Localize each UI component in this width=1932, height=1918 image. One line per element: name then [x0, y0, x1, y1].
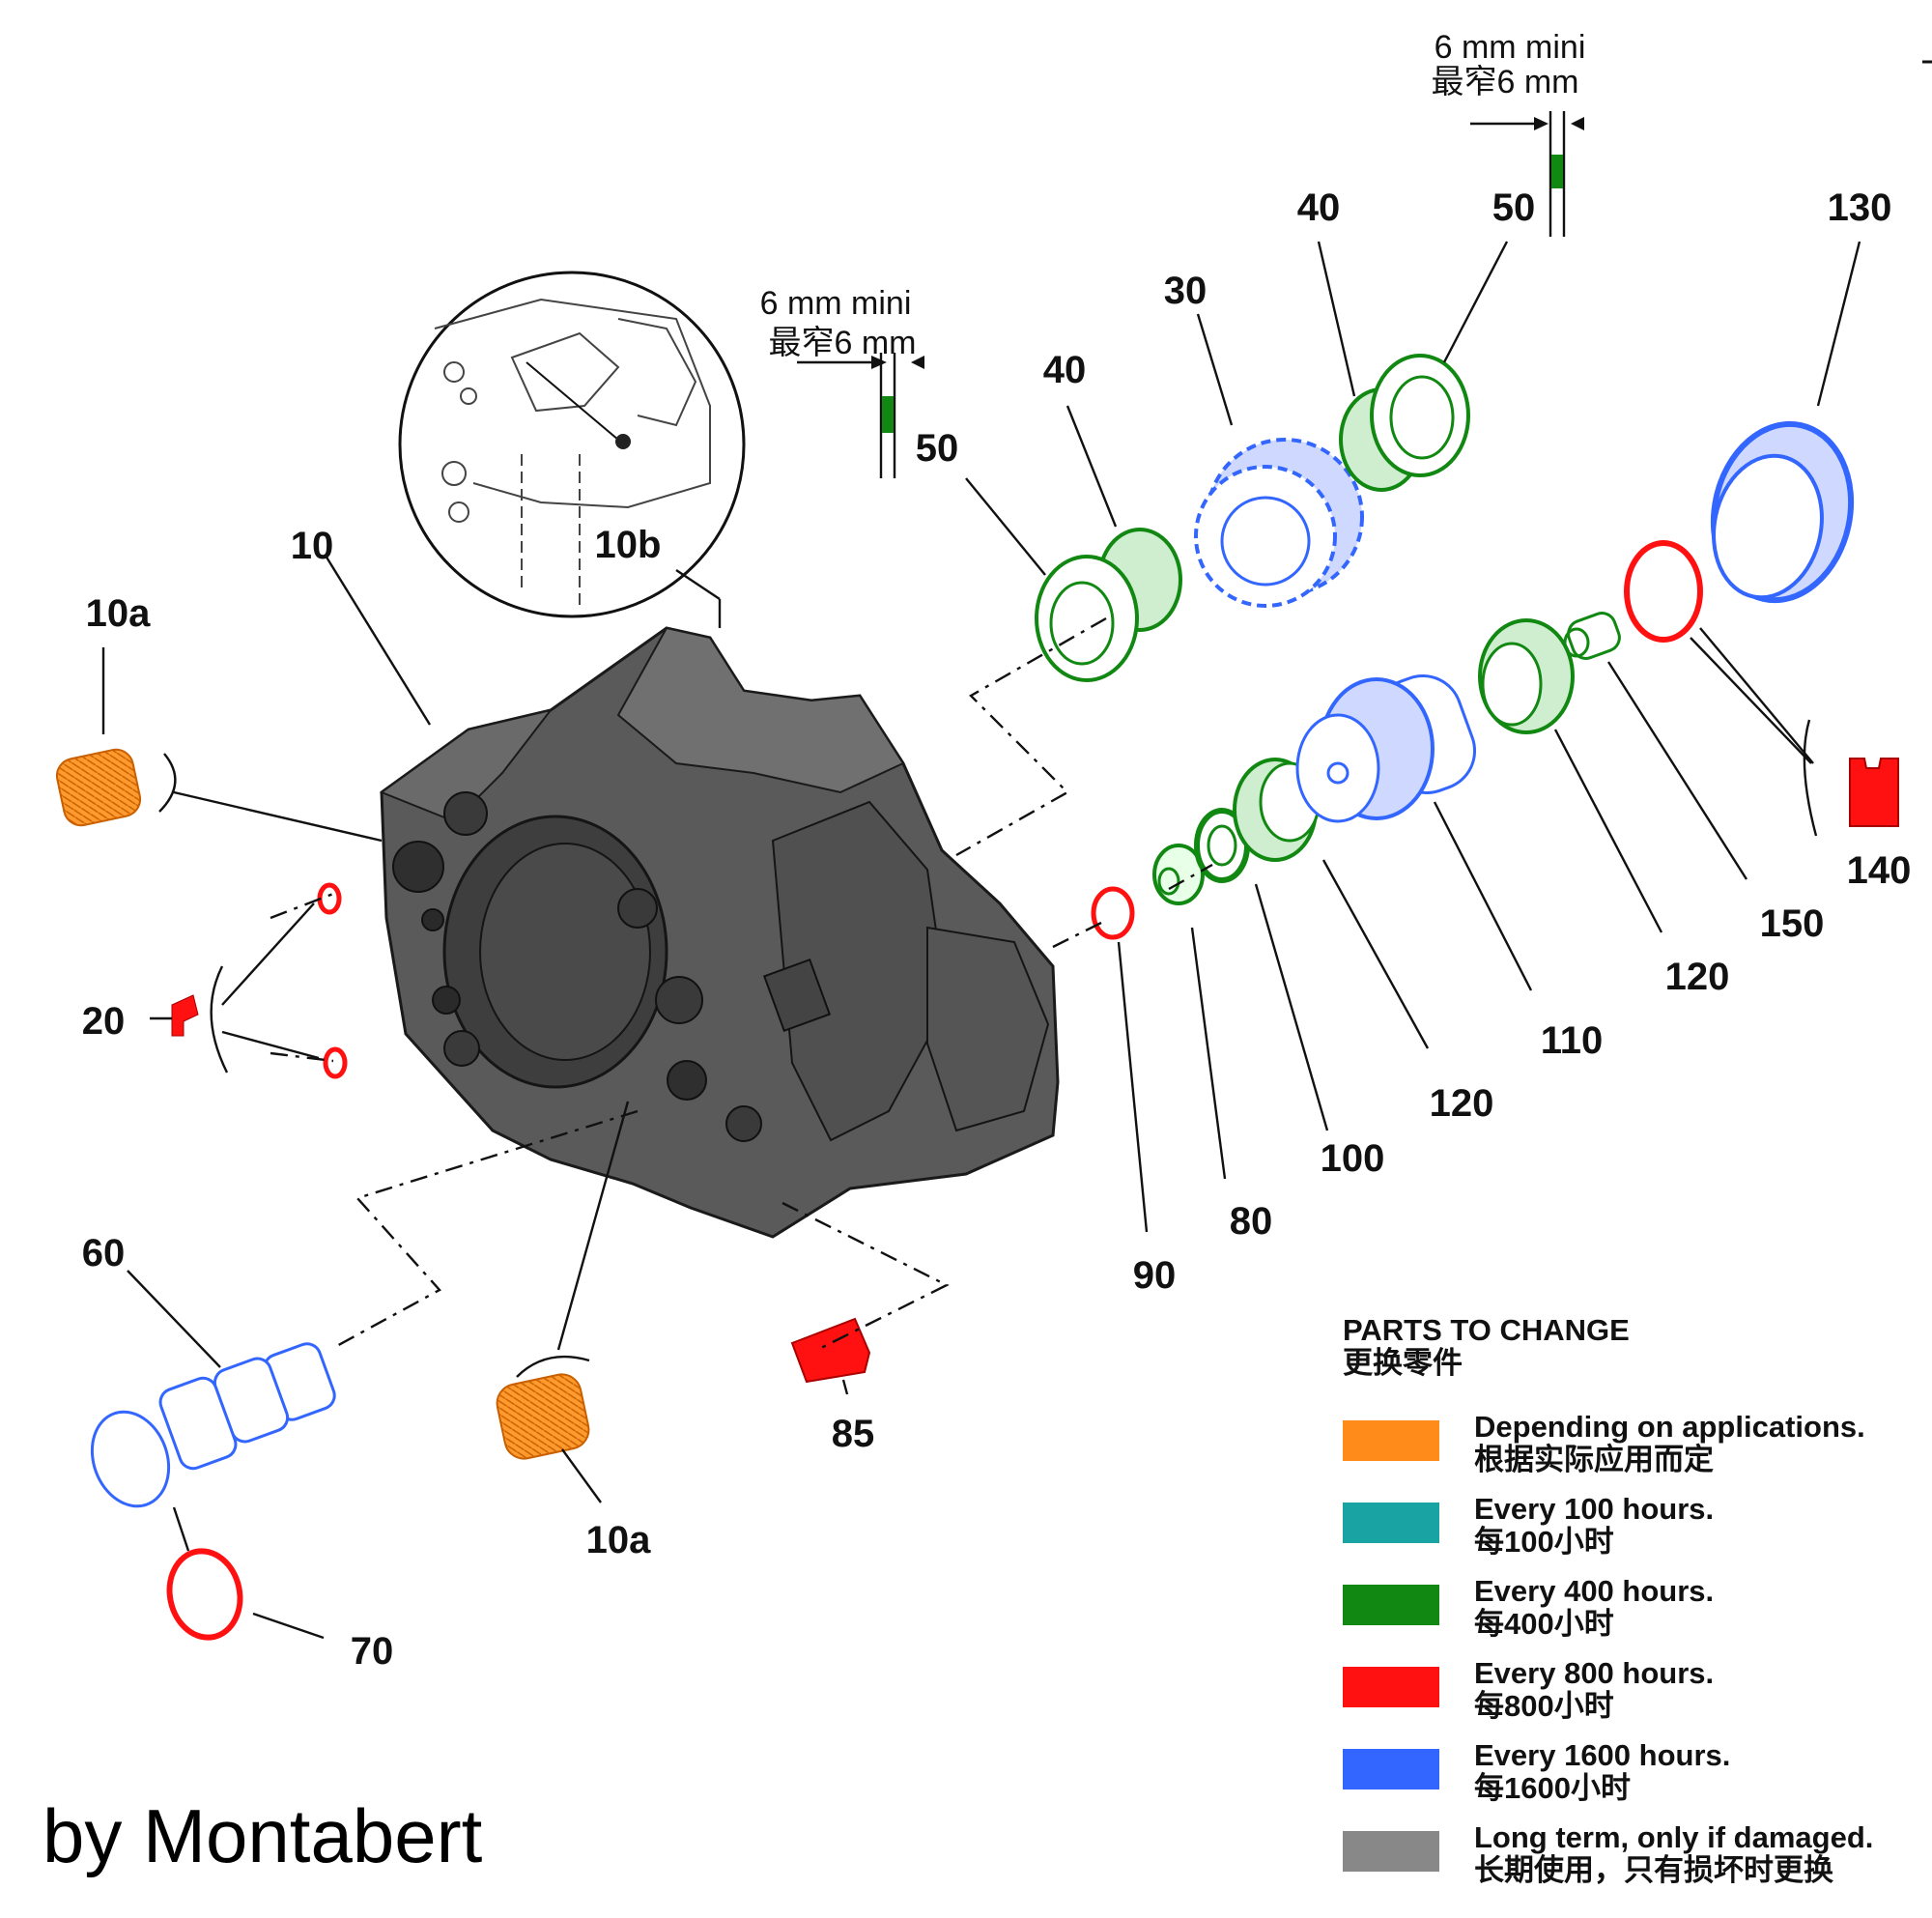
part-150-red-oring — [1624, 540, 1703, 643]
callout-10b: 10b — [595, 524, 662, 566]
legend-item-text-zh: 每1600小时 — [1474, 1771, 1631, 1805]
dimension-right-en: 6 mm mini — [1435, 29, 1586, 66]
part-10a-top-bush — [55, 748, 142, 827]
housing-body — [379, 626, 1060, 1239]
legend-item-800h: Every 800 hours. 每800小时 — [1343, 1657, 1922, 1734]
credit-text: by Montabert — [43, 1793, 483, 1878]
part-120-green-bearing-upper — [1478, 618, 1575, 734]
part-40-green-bearing-upper — [1339, 354, 1470, 492]
part-60-blue-shaft — [90, 1342, 336, 1508]
legend-item-text-en: Every 800 hours. — [1474, 1656, 1715, 1690]
callout-20: 20 — [82, 1000, 126, 1043]
part-85-red-plug — [790, 1317, 871, 1384]
dimension-right-zh: 最窄6 mm — [1432, 64, 1579, 100]
legend-swatch-blue — [1343, 1749, 1439, 1789]
legend-item-text-en: Every 400 hours. — [1474, 1574, 1715, 1608]
legend-item-text-en: Every 1600 hours. — [1474, 1738, 1731, 1772]
part-70-red-oring — [166, 1548, 243, 1641]
part-10a-bottom-bush — [496, 1373, 590, 1460]
callout-85: 85 — [832, 1413, 875, 1455]
legend-item-text-en: Depending on applications. — [1474, 1410, 1865, 1444]
callout-90: 90 — [1133, 1254, 1177, 1297]
dimension-mark-left: 6 mm mini 最窄6 mm — [760, 285, 924, 478]
callout-50-upper: 50 — [1492, 186, 1536, 229]
callout-10a-bottom: 10a — [586, 1519, 651, 1561]
legend: PARTS TO CHANGE 更换零件 Depending on applic… — [1343, 1313, 1922, 1887]
callout-40-upper: 40 — [1297, 186, 1341, 229]
dimension-mark-right: 6 mm mini 最窄6 mm — [1432, 29, 1586, 237]
legend-item-text-en: Every 100 hours. — [1474, 1492, 1715, 1526]
part-110-blue-gear-shaft — [1295, 673, 1477, 823]
legend-title-en: PARTS TO CHANGE — [1343, 1313, 1630, 1347]
legend-item-text-zh: 长期使用，只有损坏时更换 — [1474, 1853, 1833, 1887]
assembly-center-lines — [270, 616, 1213, 1350]
legend-item-text-zh: 根据实际应用而定 — [1474, 1443, 1714, 1476]
part-20-red-flag-icon — [171, 994, 199, 1037]
part-130-blue-cover — [1710, 420, 1855, 604]
callout-140: 140 — [1847, 849, 1912, 892]
callout-10a-top: 10a — [86, 592, 151, 635]
legend-swatch-teal — [1343, 1503, 1439, 1543]
legend-swatch-green — [1343, 1585, 1439, 1625]
part-90-red-ring — [1091, 886, 1135, 940]
legend-item-text-zh: 每400小时 — [1474, 1607, 1614, 1641]
legend-item-text-zh: 每100小时 — [1474, 1525, 1614, 1559]
part-20-red-small-oring-bottom — [323, 1046, 348, 1079]
callout-10: 10 — [291, 525, 334, 567]
legend-item-400h: Every 400 hours. 每400小时 — [1343, 1575, 1922, 1652]
part-20-red-small-oring-top — [317, 882, 342, 915]
callout-40-left: 40 — [1043, 349, 1087, 391]
magnified-detail-inset — [398, 271, 746, 628]
part-80-green-bushing — [1152, 844, 1205, 905]
part-150-green-pin — [1563, 612, 1621, 660]
legend-item-text-en: Long term, only if damaged. — [1474, 1820, 1874, 1854]
legend-swatch-red — [1343, 1667, 1439, 1707]
part-40-50-green-bearing-left — [1035, 528, 1182, 682]
legend-item-1600h: Every 1600 hours. 每1600小时 — [1343, 1739, 1922, 1817]
callout-110: 110 — [1541, 1019, 1604, 1062]
leader-lines — [101, 241, 1861, 1640]
callout-100: 100 — [1321, 1137, 1385, 1180]
callout-50-left: 50 — [916, 427, 959, 470]
legend-item-100h: Every 100 hours. 每100小时 — [1343, 1493, 1922, 1570]
legend-item-text-zh: 每800小时 — [1474, 1689, 1614, 1723]
legend-swatch-orange — [1343, 1420, 1439, 1461]
callout-60: 60 — [82, 1232, 126, 1274]
legend-swatch-grey — [1343, 1831, 1439, 1872]
callout-150: 150 — [1760, 902, 1825, 945]
callout-120-upper: 120 — [1665, 956, 1730, 998]
legend-item-long-term: Long term, only if damaged. 长期使用，只有损坏时更换 — [1343, 1821, 1922, 1899]
dimension-left-en: 6 mm mini — [760, 285, 912, 322]
dimension-left-zh: 最窄6 mm — [769, 325, 917, 361]
callout-130: 130 — [1828, 186, 1892, 229]
legend-item-applications: Depending on applications. 根据实际应用而定 — [1343, 1411, 1922, 1488]
part-140-red-plug — [1803, 719, 1899, 837]
callout-labels: 10 10a 10b 20 60 70 10a 85 90 80 100 120… — [82, 186, 1912, 1673]
callout-70: 70 — [351, 1630, 394, 1673]
legend-title-zh: 更换零件 — [1343, 1346, 1463, 1380]
callout-80: 80 — [1230, 1200, 1273, 1243]
part-30-blue-gear — [1194, 438, 1364, 608]
callout-120-lower: 120 — [1430, 1082, 1494, 1125]
callout-30: 30 — [1164, 270, 1208, 312]
